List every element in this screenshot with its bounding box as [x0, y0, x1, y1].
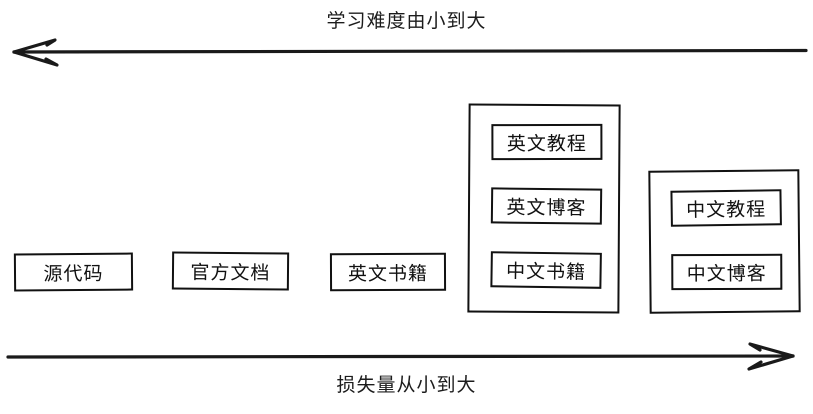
node-label: 中文教程 [686, 197, 767, 222]
node-box[interactable]: 源代码 [13, 252, 134, 292]
chinese-group[interactable]: 中文教程中文博客 [648, 169, 801, 314]
node-box[interactable]: 英文博客 [490, 187, 603, 225]
english-group[interactable]: 英文教程英文博客中文书籍 [467, 103, 621, 314]
node-label: 官方文档 [190, 261, 271, 284]
node-box[interactable]: 官方文档 [171, 251, 290, 291]
node-box[interactable]: 中文博客 [671, 253, 783, 291]
node-label: 英文教程 [506, 132, 587, 155]
bottom-axis-arrow [6, 342, 795, 371]
top-axis-arrow [12, 38, 808, 67]
node-label: 源代码 [43, 262, 104, 285]
node-label: 英文书籍 [347, 262, 429, 285]
node-label: 中文书籍 [505, 259, 587, 284]
bottom-axis-label: 损失量从小到大 [336, 374, 477, 396]
node-box[interactable]: 中文教程 [670, 189, 782, 227]
node-label: 中文博客 [686, 262, 767, 285]
node-box[interactable]: 中文书籍 [490, 251, 602, 289]
node-box[interactable]: 英文教程 [491, 123, 603, 161]
node-box[interactable]: 英文书籍 [329, 252, 447, 292]
top-axis-label: 学习难度由小到大 [326, 10, 487, 32]
node-label: 英文博客 [506, 196, 587, 219]
